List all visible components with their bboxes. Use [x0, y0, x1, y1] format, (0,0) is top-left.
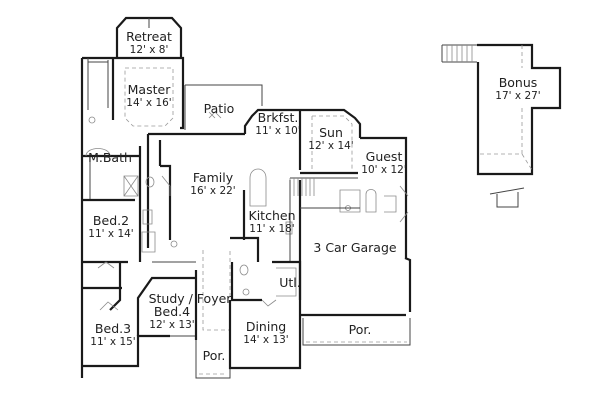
kitchen-walls — [242, 168, 293, 262]
room-label-study-foyer: Study / Foyer — [148, 291, 232, 306]
patio-outline — [184, 84, 263, 130]
room-label-garage: 3 Car Garage — [313, 240, 397, 255]
main-walls — [148, 108, 412, 312]
room-label-kitchen: Kitchen 11' x 18' — [248, 208, 296, 235]
master-walls — [111, 56, 185, 130]
room-label-retreat: Retreat 12' x 8' — [126, 29, 172, 56]
room-label-master: Master 14' x 16' — [126, 82, 172, 109]
room-label-family: Family 16' x 22' — [190, 170, 236, 197]
room-label-bed4: Bed.4 12' x 13' — [149, 304, 195, 331]
room-label-mbath: M.Bath — [88, 150, 132, 165]
rear-porch-outline — [302, 318, 411, 346]
guest-bath-fixtures — [339, 185, 409, 223]
room-label-sun: Sun 12' x 14' — [308, 125, 354, 152]
bed3-study-walls — [82, 261, 198, 368]
room-label-bonus: Bonus 17' x 27' — [495, 75, 541, 102]
room-label-dining: Dining 14' x 13' — [243, 319, 289, 346]
room-label-guest: Guest 10' x 12' — [361, 149, 407, 176]
room-label-bed3: Bed.3 11' x 15' — [90, 321, 136, 348]
room-label-brkfst: Brkfst. 11' x 10' — [255, 110, 301, 137]
left-wing-walls — [82, 134, 178, 311]
room-label-patio: Patio — [203, 101, 235, 116]
bonus-room-walls — [441, 43, 562, 208]
retreat-walls — [115, 16, 183, 58]
room-label-front-porch: Por. — [202, 348, 226, 363]
room-label-bed2: Bed.2 11' x 14' — [88, 213, 134, 240]
room-label-utility: Utl. — [279, 275, 301, 290]
room-label-rear-porch: Por. — [348, 322, 372, 337]
dining-walls — [228, 236, 302, 370]
master-closet-walls — [80, 56, 113, 378]
